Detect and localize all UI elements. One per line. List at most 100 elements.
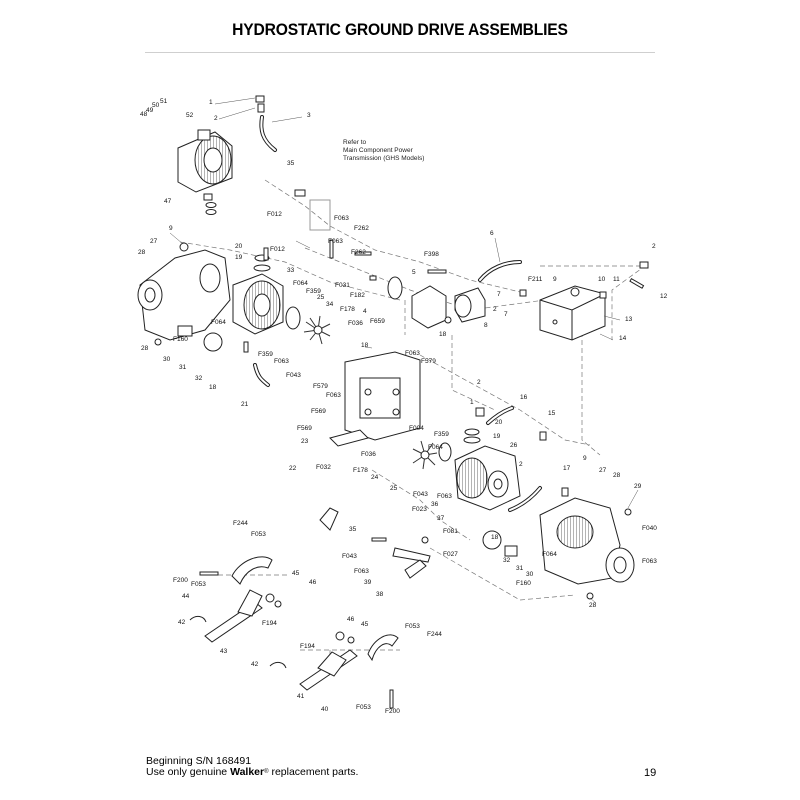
- part-callout: 28: [589, 602, 597, 609]
- part-callout: 20: [235, 243, 243, 250]
- part-callout: 2: [477, 379, 481, 386]
- part-callout: F063: [405, 350, 420, 357]
- note-line: Refer to: [343, 139, 367, 146]
- part-callout: F579: [313, 383, 328, 390]
- part-callout: 29: [634, 483, 642, 490]
- part-callout: F178: [340, 306, 355, 313]
- part-callout: F036: [361, 451, 376, 458]
- part-callout: 14: [619, 335, 627, 342]
- part-callout: F569: [311, 408, 326, 415]
- part-callout: 28: [613, 472, 621, 479]
- part-callout: F262: [354, 225, 369, 232]
- part-callout: 7: [504, 311, 508, 318]
- part-callout: 44: [182, 593, 190, 600]
- part-callout: F178: [353, 467, 368, 474]
- part-callout: F064: [428, 444, 443, 451]
- part-callout: 28: [141, 345, 149, 352]
- part-callout: 19: [235, 254, 243, 261]
- part-callout: 25: [390, 485, 398, 492]
- part-callout: 52: [186, 112, 194, 119]
- part-callout: F244: [233, 520, 248, 527]
- part-callout: 7: [497, 291, 501, 298]
- part-callout: 12: [660, 293, 668, 300]
- part-callout: F053: [191, 581, 206, 588]
- part-callout: F160: [173, 336, 188, 343]
- part-callout: 41: [297, 693, 305, 700]
- part-callout: F063: [642, 558, 657, 565]
- part-callout: F043: [286, 372, 301, 379]
- part-callout: F262: [351, 249, 366, 256]
- part-callout: 13: [625, 316, 633, 323]
- part-callout: F053: [356, 704, 371, 711]
- part-callout: 50: [152, 102, 160, 109]
- part-callout: 18: [361, 342, 369, 349]
- part-callout: 16: [520, 394, 528, 401]
- part-callout: 18: [209, 384, 217, 391]
- part-callout: 47: [164, 198, 172, 205]
- part-callout: 49: [146, 107, 154, 114]
- footer-notice-post: replacement parts.: [271, 766, 359, 778]
- part-callout: F032: [316, 464, 331, 471]
- assembly-dash-lines: [179, 179, 647, 670]
- part-callout: F244: [427, 631, 442, 638]
- part-callout: F063: [328, 238, 343, 245]
- part-callout: F081: [443, 528, 458, 535]
- footer-notice: Use only genuine Walker® replacement par…: [146, 767, 358, 778]
- part-callout: F063: [274, 358, 289, 365]
- part-callout: 2: [519, 461, 523, 468]
- part-callout: 34: [326, 301, 334, 308]
- part-callout: 40: [321, 706, 329, 713]
- page-number: 19: [644, 767, 657, 779]
- part-callout: F359: [434, 431, 449, 438]
- steering-lever-assembly-bottom: [269, 631, 399, 709]
- part-callout: F211: [528, 276, 543, 283]
- part-callout: F579: [421, 358, 436, 365]
- fittings: [243, 95, 649, 497]
- filter-and-bracket: [387, 276, 486, 329]
- part-callout: 22: [289, 465, 297, 472]
- part-callout: F053: [251, 531, 266, 538]
- part-callout: 24: [371, 474, 379, 481]
- footer-reg-mark: ®: [264, 769, 269, 775]
- part-callout: 8: [484, 322, 488, 329]
- part-callout: 1: [209, 99, 213, 106]
- part-callout: 15: [548, 410, 556, 417]
- part-callout: 27: [599, 467, 607, 474]
- part-callout: F063: [326, 392, 341, 399]
- part-callout: F359: [306, 288, 321, 295]
- part-callout: 30: [526, 571, 534, 578]
- part-callout: 6: [490, 230, 494, 237]
- part-callout: 11: [613, 276, 620, 283]
- part-callout: 2: [493, 306, 497, 313]
- part-callout: 4: [363, 308, 367, 315]
- part-callout: F053: [405, 623, 420, 630]
- part-callout: 30: [163, 356, 171, 363]
- part-callout: 51: [160, 98, 168, 105]
- part-callout: 45: [361, 621, 369, 628]
- gearbox-housing-left: [137, 242, 231, 352]
- title-rule: [145, 52, 655, 53]
- part-callout: 45: [292, 570, 300, 577]
- part-callout: 38: [376, 591, 384, 598]
- part-callout: F064: [211, 319, 226, 326]
- footer-brand: Walker: [230, 766, 265, 778]
- part-callout: 31: [179, 364, 187, 371]
- part-callout: 35: [287, 160, 295, 167]
- part-callout: F200: [173, 577, 188, 584]
- part-callout: 9: [169, 225, 173, 232]
- part-callout: F064: [293, 280, 308, 287]
- part-callout: 25: [317, 294, 325, 301]
- part-callout: 17: [563, 465, 571, 472]
- part-callout: F027: [443, 551, 458, 558]
- part-callout: 9: [553, 276, 557, 283]
- note-line: Transmission (GHS Models): [343, 155, 424, 162]
- part-callout: 19: [493, 433, 501, 440]
- footer-serial: Beginning S/N 168491: [146, 755, 252, 767]
- part-callout: F040: [642, 525, 657, 532]
- part-callout: 48: [140, 111, 148, 118]
- mounting-frame-plate: [329, 351, 421, 447]
- part-callout: F359: [258, 351, 273, 358]
- note-line: Main Component Power: [343, 147, 414, 154]
